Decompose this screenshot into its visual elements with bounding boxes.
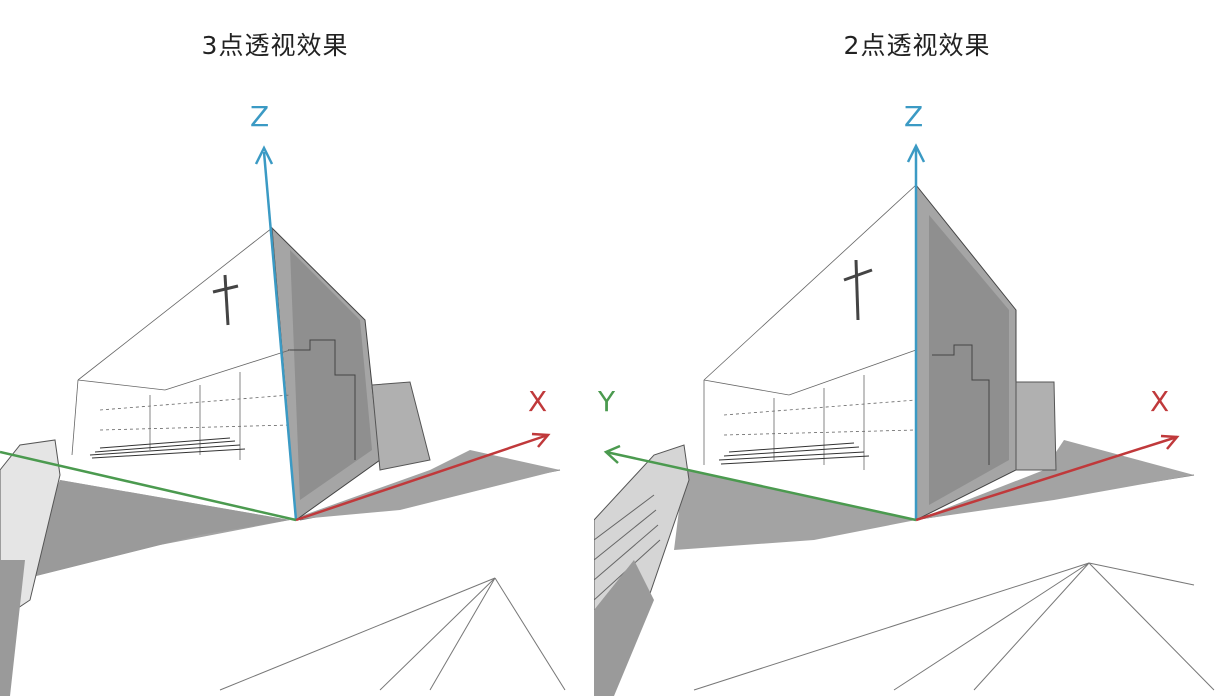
x-axis-arrowhead — [1160, 434, 1180, 450]
z-axis-arrowhead — [254, 145, 274, 165]
annex-block — [1015, 381, 1057, 471]
ground-shadow — [20, 450, 560, 580]
ground-shadow-2 — [20, 480, 290, 580]
title-three-point-perspective: 3点透视效果 — [201, 31, 349, 60]
wall-steps — [288, 339, 356, 460]
right-z-axis-label: Z — [904, 100, 924, 133]
two-point-perspective-drawing — [594, 143, 1215, 696]
pews — [89, 437, 246, 459]
pews — [718, 442, 870, 465]
annex-block — [371, 381, 431, 471]
ground-lines — [693, 474, 1215, 691]
three-point-perspective-drawing — [0, 145, 566, 696]
left-x-axis-label: X — [528, 385, 548, 418]
cross-symbol — [212, 274, 239, 326]
y-axis — [0, 450, 297, 522]
z-axis-arrowhead — [906, 143, 926, 163]
left-structure-shadow — [594, 560, 654, 696]
wall-steps — [932, 344, 990, 465]
cross-symbol — [843, 259, 873, 321]
panel-divider — [578, 0, 590, 696]
right-x-axis-label: X — [1150, 385, 1170, 418]
front-wireframe — [71, 227, 297, 521]
left-z-axis-label: Z — [250, 100, 270, 133]
front-wireframe — [703, 184, 917, 520]
x-axis — [295, 433, 549, 522]
y-axis-arrowhead — [603, 444, 621, 464]
y-axis — [605, 450, 917, 522]
building-side-shadow — [290, 250, 372, 500]
z-axis — [262, 151, 298, 521]
x-axis-arrowhead — [531, 432, 551, 448]
title-two-point-perspective: 2点透视效果 — [843, 31, 991, 60]
left-structure-shadow — [0, 560, 25, 696]
right-y-axis-label: Y — [598, 385, 616, 418]
ground-shadow — [674, 440, 1194, 550]
x-axis — [915, 435, 1178, 522]
